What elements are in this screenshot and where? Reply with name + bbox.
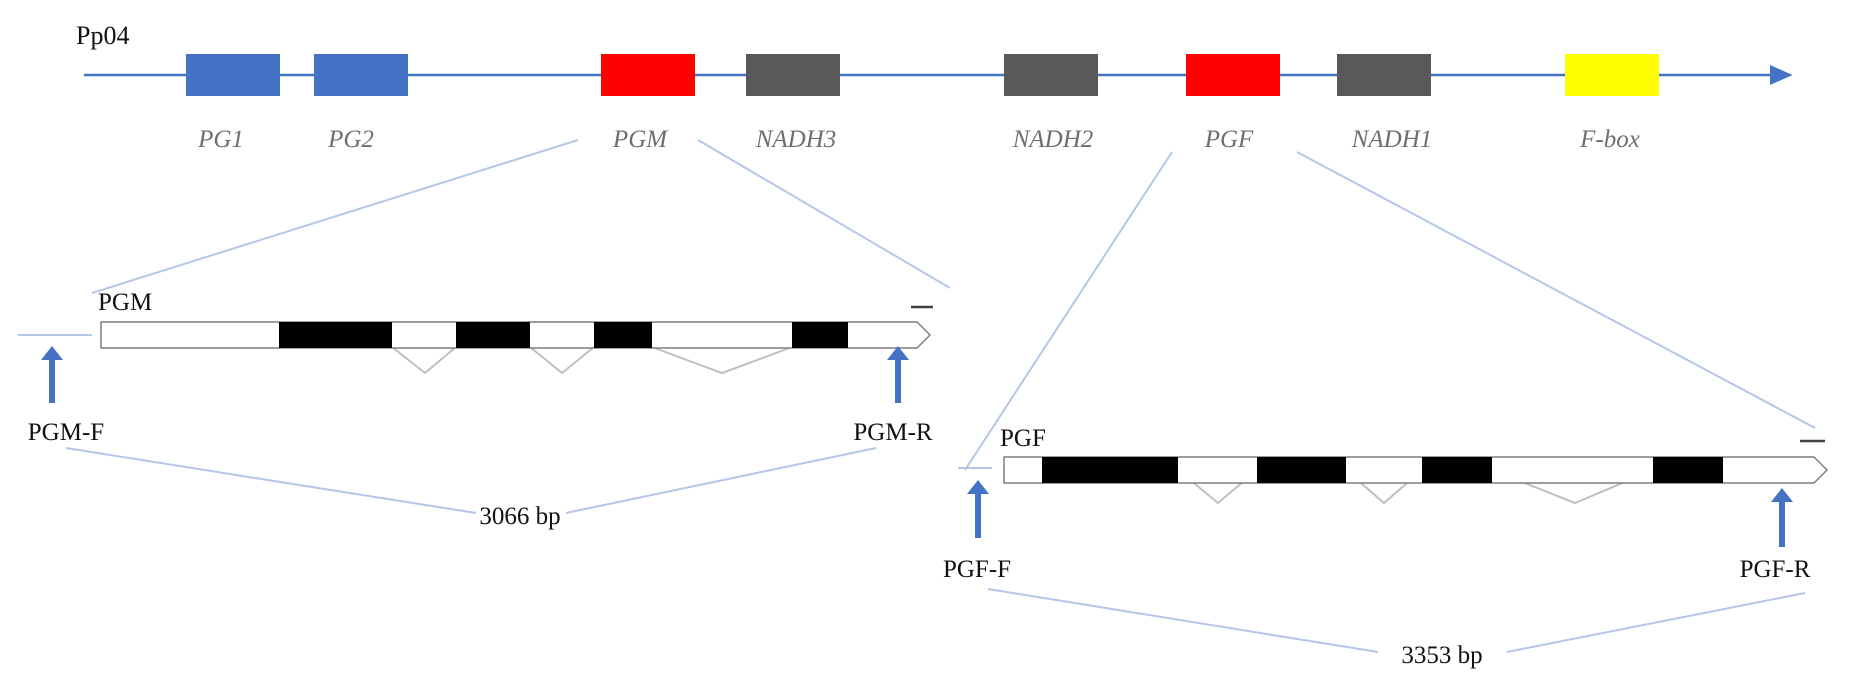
gene-box-pgm — [601, 54, 695, 96]
pgf-exon — [1422, 457, 1492, 483]
pgm-title: PGM — [98, 289, 152, 316]
pgf-title: PGF — [1000, 425, 1046, 452]
pgf-exon — [1042, 457, 1178, 483]
pgf-amplicon-size: 3353 bp — [1401, 642, 1482, 669]
pgm-forward-primer: PGM-F — [28, 419, 104, 446]
pgm-exon — [594, 322, 652, 348]
pgf-reverse-primer: PGF-R — [1740, 556, 1811, 583]
primer-arrow-up-icon — [967, 480, 989, 538]
gene-label-pg2: PG2 — [327, 126, 374, 153]
pgf-gene-model: PGF PGF-F PGF-R 3353 bp — [943, 425, 1829, 669]
gene-label-pg1: PG1 — [197, 126, 244, 153]
primer-arrow-up-icon — [887, 346, 909, 403]
pgm-exon — [279, 322, 392, 348]
pgm-intron-lines — [391, 346, 793, 375]
gene-box-nadh3 — [746, 54, 840, 96]
pgf-forward-primer: PGF-F — [943, 556, 1011, 583]
pgf-exon — [1257, 457, 1346, 483]
pgm-exon — [456, 322, 530, 348]
pgm-amplicon-size: 3066 bp — [479, 503, 560, 530]
pgm-reverse-primer: PGM-R — [853, 419, 933, 446]
pgf-amplicon-bracket — [987, 588, 1806, 653]
gene-label-nadh1: NADH1 — [1351, 126, 1433, 153]
gene-label-nadh2: NADH2 — [1012, 126, 1094, 153]
zoom-lines — [91, 139, 1816, 471]
pgf-exon — [1653, 457, 1723, 483]
gene-box-f-box — [1565, 54, 1659, 96]
pgm-exon — [792, 322, 848, 348]
pgm-gene-model: PGM PGM-F PGM-R 3066 bp — [18, 289, 933, 530]
gene-label-nadh3: NADH3 — [755, 126, 837, 153]
gene-box-nadh1 — [1337, 54, 1431, 96]
gene-label-pgf: PGF — [1204, 126, 1254, 153]
primer-arrow-up-icon — [1771, 488, 1793, 547]
primer-arrow-up-icon — [41, 346, 63, 403]
chromosome-label: Pp04 — [76, 21, 129, 50]
gene-box-pgf — [1186, 54, 1280, 96]
gene-box-pg1 — [186, 54, 280, 96]
gene-label-pgm: PGM — [612, 126, 668, 153]
gene-box-nadh2 — [1004, 54, 1098, 96]
gene-label-f-box: F-box — [1579, 126, 1640, 153]
pgm-amplicon-bracket — [65, 447, 877, 514]
gene-box-pg2 — [314, 54, 408, 96]
